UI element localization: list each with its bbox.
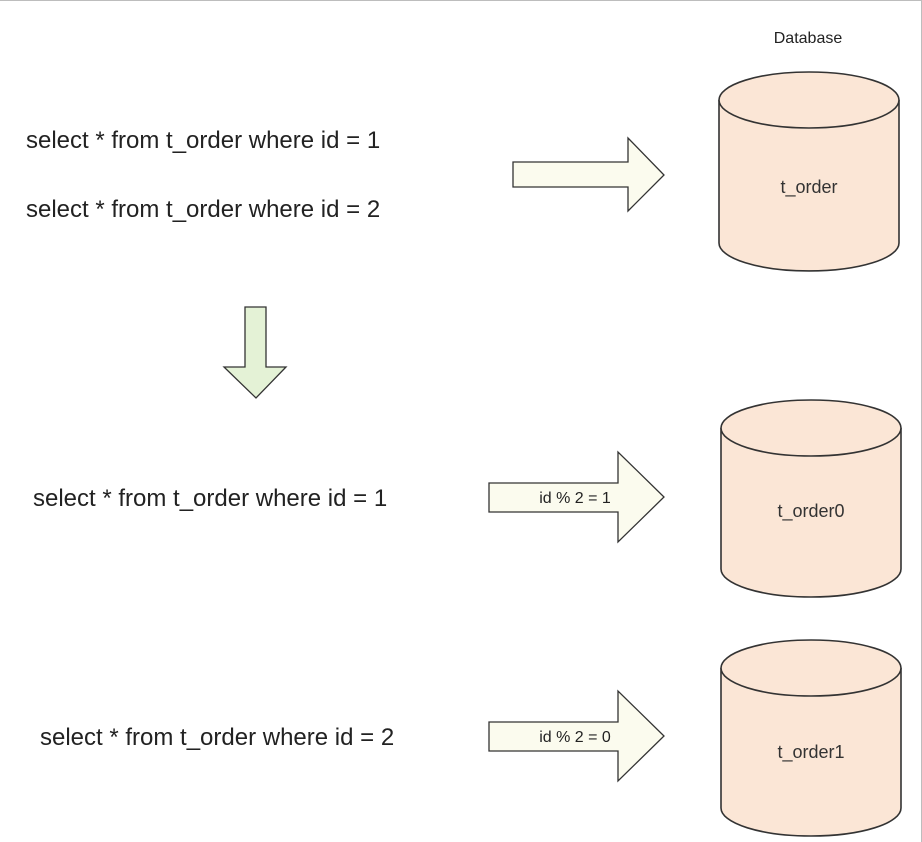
- cylinder-t-order1: t_order1: [720, 639, 902, 837]
- cylinder-t-order0: t_order0: [720, 399, 902, 598]
- cylinder-t-order: t_order: [718, 71, 900, 272]
- cylinder-t-order0-body: [720, 428, 902, 598]
- query-before-1: select * from t_order where id = 1: [26, 127, 380, 154]
- cylinder-t-order1-body: [720, 668, 902, 837]
- table-before-label: t_order: [780, 177, 837, 198]
- route-condition-1: id % 2 = 1: [539, 490, 611, 507]
- query-before-2: select * from t_order where id = 2: [26, 196, 380, 223]
- cylinder-t-order-body: [718, 100, 900, 272]
- route-table-1: t_order0: [777, 501, 844, 522]
- route-query-1: select * from t_order where id = 1: [33, 485, 387, 512]
- arrow-to-t-order: [512, 136, 665, 213]
- cylinder-t-order0-top: [720, 399, 902, 457]
- route-arrow-2: id % 2 = 0: [488, 689, 665, 783]
- route-query-2: select * from t_order where id = 2: [40, 724, 394, 751]
- cylinder-t-order-top: [718, 71, 900, 129]
- route-condition-2: id % 2 = 0: [539, 729, 611, 746]
- route-table-2: t_order1: [777, 742, 844, 763]
- cylinder-t-order1-top: [720, 639, 902, 697]
- route-arrow-1-shape: [488, 450, 665, 544]
- down-arrow: [222, 306, 288, 399]
- route-arrow-1: id % 2 = 1: [488, 450, 665, 544]
- route-arrow-2-shape: [488, 689, 665, 783]
- database-header: Database: [774, 30, 843, 47]
